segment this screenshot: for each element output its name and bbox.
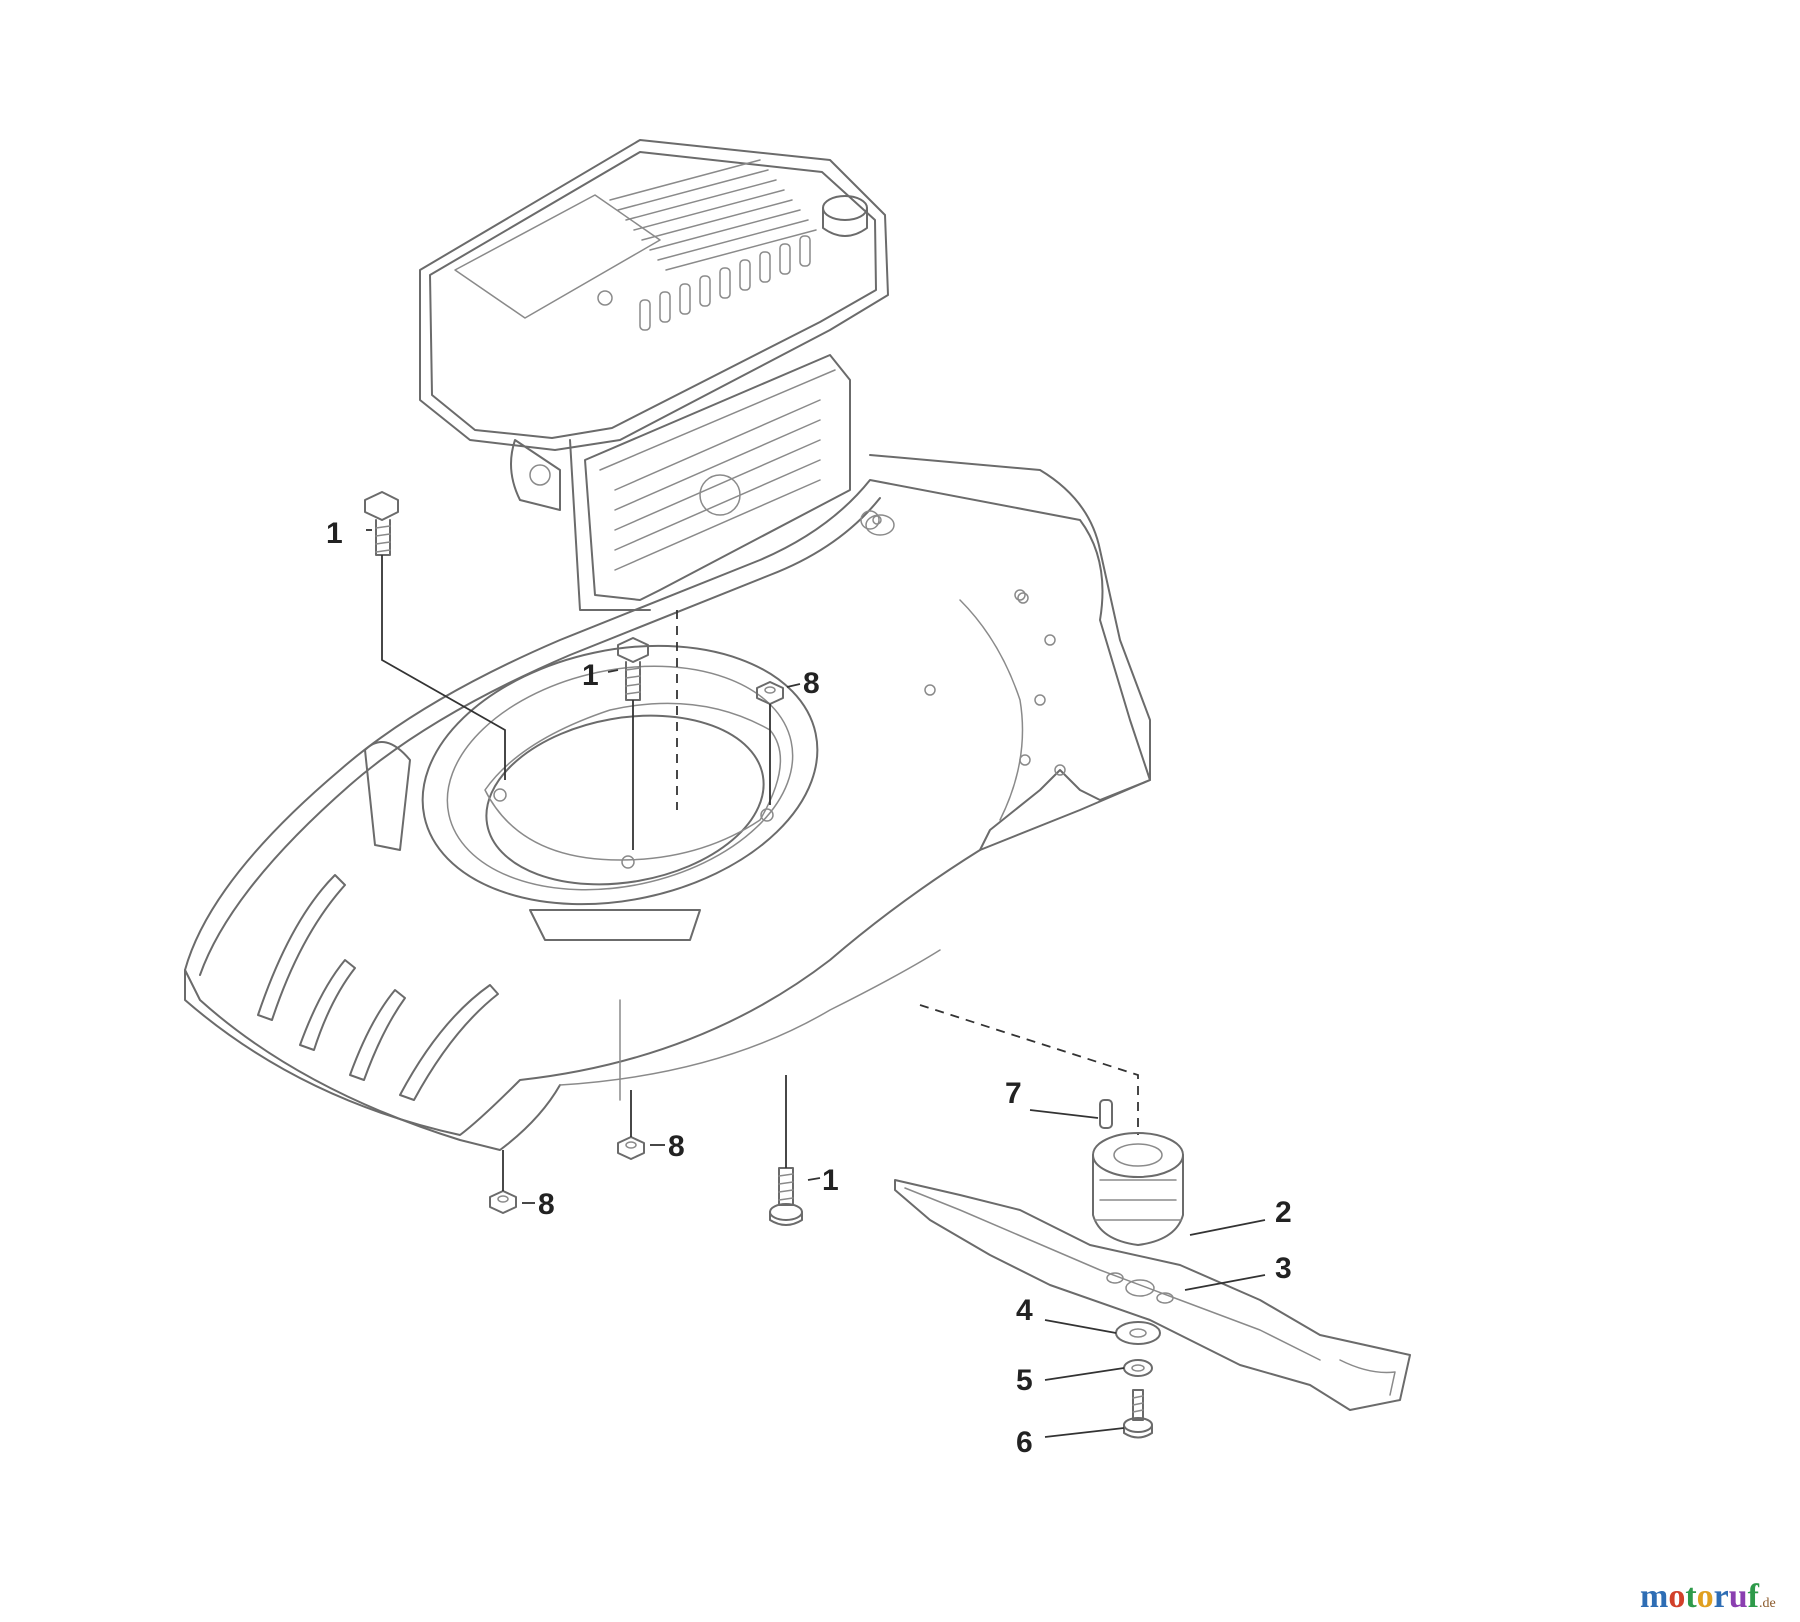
callout-2: 2 (1275, 1196, 1292, 1229)
watermark-letter: o (1696, 1578, 1714, 1615)
watermark-letter: t (1685, 1578, 1697, 1615)
engine (419, 139, 889, 611)
callout-6: 6 (1016, 1426, 1033, 1459)
callout-8-deck-left: 8 (538, 1188, 555, 1221)
nut-deck-center (617, 1136, 645, 1160)
callout-7: 7 (1005, 1077, 1022, 1110)
callout-1-center: 1 (582, 659, 599, 692)
watermark-letter: o (1668, 1578, 1686, 1615)
nut-deck-left (489, 1190, 517, 1214)
deck-bolt-bottom (769, 1167, 803, 1226)
key-pin (1099, 1099, 1113, 1129)
callout-5: 5 (1016, 1364, 1033, 1397)
leader-lines (366, 529, 1266, 1438)
watermark-letter: r (1713, 1578, 1729, 1615)
callout-1-bottom: 1 (822, 1164, 839, 1197)
watermark-suffix: .de (1759, 1596, 1776, 1611)
mower-deck (184, 454, 1151, 1151)
spring-washer (1123, 1359, 1153, 1377)
watermark-logo: motoruf.de (1640, 1578, 1776, 1616)
engine-bolt-top-left (364, 491, 399, 556)
callout-1-top-left: 1 (326, 517, 343, 550)
mower-blade (894, 1179, 1411, 1411)
dashed-alignment-lines (676, 610, 1139, 1135)
callout-4: 4 (1016, 1294, 1033, 1327)
callout-8-top-right: 8 (803, 667, 820, 700)
blade-adapter (1092, 1132, 1184, 1246)
callout-8-deck-center: 8 (668, 1130, 685, 1163)
callout-labels: 1 1 8 8 8 1 7 2 3 4 5 6 (326, 517, 1292, 1459)
washer (1115, 1321, 1161, 1345)
watermark-letter: u (1728, 1578, 1748, 1615)
nut-top-right (756, 681, 784, 705)
callout-3: 3 (1275, 1252, 1292, 1285)
watermark-letter: m (1640, 1578, 1669, 1615)
watermark-letter: f (1747, 1578, 1759, 1615)
blade-bolt (1123, 1389, 1153, 1439)
